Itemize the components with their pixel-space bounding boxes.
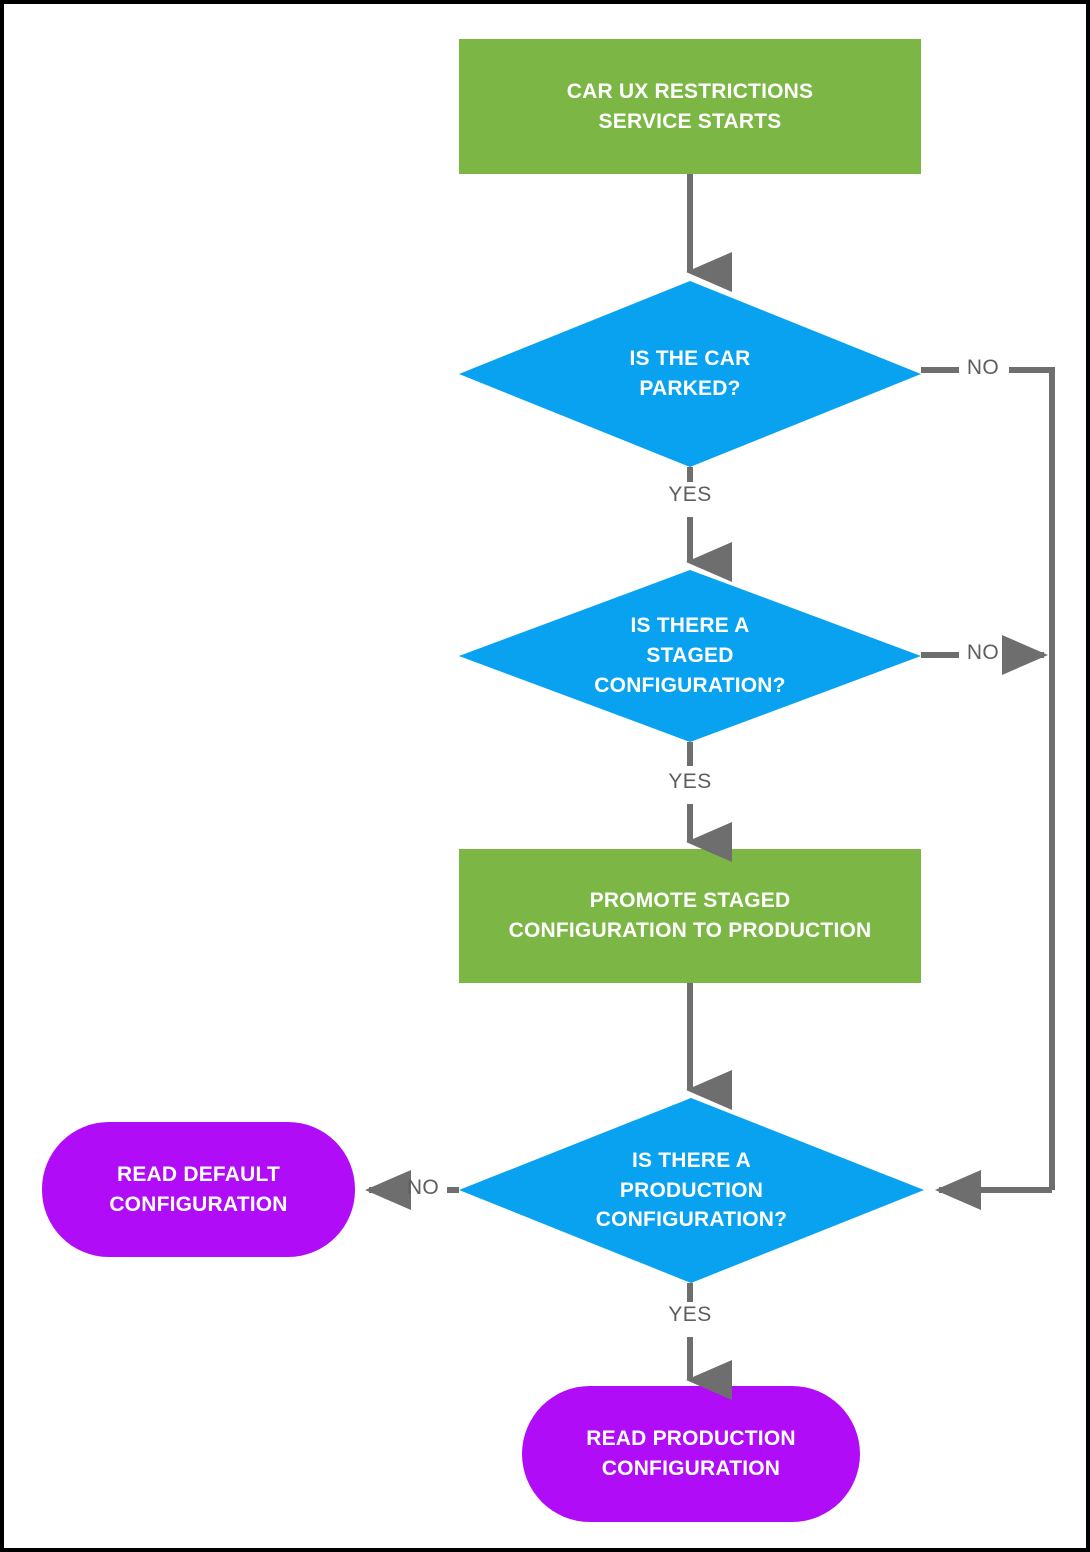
edge-label-parked-yes: YES: [668, 483, 712, 506]
edge-parked-no-path: [1009, 367, 1055, 1190]
edge-label-production-yes: YES: [668, 1303, 712, 1326]
node-read-default-config[interactable]: [42, 1122, 355, 1257]
node-read-production-config[interactable]: [522, 1386, 860, 1522]
edge-label-production-no: NO: [406, 1176, 440, 1199]
edge-label-parked-no: NO: [966, 356, 1000, 379]
edge-label-staged-no: NO: [966, 641, 1000, 664]
node-promote-staged[interactable]: [459, 849, 921, 983]
node-is-car-parked[interactable]: [459, 281, 921, 467]
node-start[interactable]: [459, 39, 921, 174]
flowchart-graphics: [42, 39, 1055, 1522]
node-is-staged-config[interactable]: [459, 570, 921, 742]
node-is-production-config[interactable]: [459, 1098, 924, 1283]
edge-label-staged-yes: YES: [668, 770, 712, 793]
